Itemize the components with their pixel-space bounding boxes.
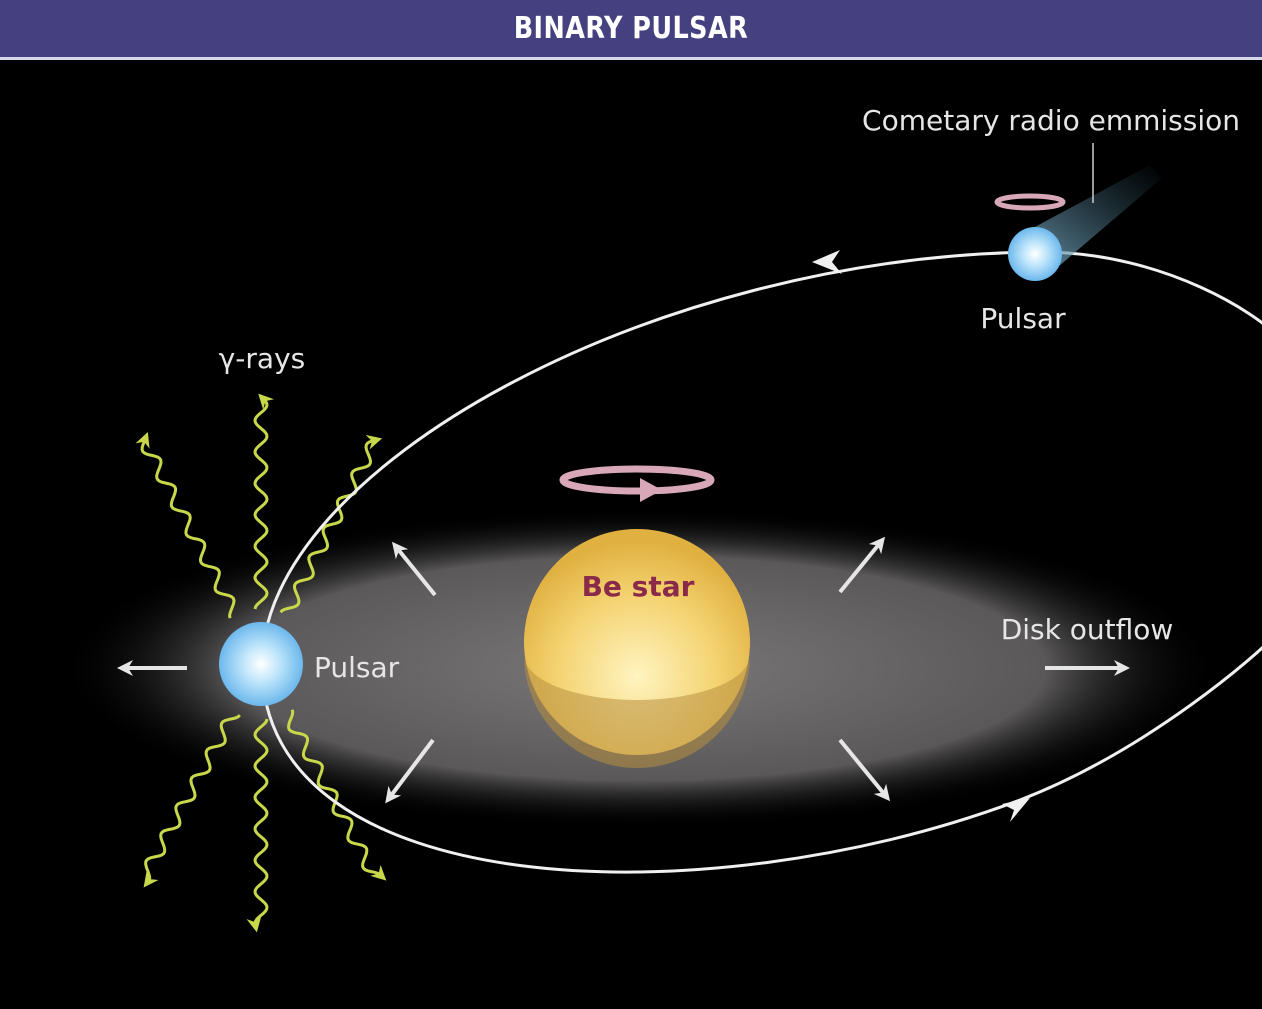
gamma-ray-arrow xyxy=(279,434,383,614)
gamma-ray-arrow xyxy=(287,709,387,881)
orbit-path xyxy=(260,250,1262,874)
gamma-ray-arrow xyxy=(135,431,236,619)
disk-outflow-arrows xyxy=(117,536,1130,804)
outflow-arrow xyxy=(391,541,437,597)
outflow-arrow xyxy=(838,536,886,594)
be-star-shadow xyxy=(524,655,750,768)
cometary-emission-label: Cometary radio emmission xyxy=(862,104,1240,137)
disk-outflow-label: Disk outflow xyxy=(1001,613,1174,646)
diagram-title: BINARY PULSAR xyxy=(513,11,749,46)
pulsar-left-label: Pulsar xyxy=(314,651,400,684)
rotation-arrow-icon xyxy=(640,478,662,502)
pulsar-periastron xyxy=(219,622,303,706)
outflow-arrow xyxy=(838,738,891,802)
gamma-ray-arrow xyxy=(246,718,269,933)
gamma-ray-arrow xyxy=(143,714,241,888)
outflow-arrow xyxy=(385,738,435,804)
be-star-label: Be star xyxy=(582,570,695,603)
title-bar: BINARY PULSAR xyxy=(0,0,1262,60)
gamma-rays-label: γ-rays xyxy=(219,342,306,375)
pulsar-apastron xyxy=(1008,227,1062,281)
rotation-ring-icon xyxy=(559,465,715,495)
gamma-ray-arrow xyxy=(253,393,275,610)
gamma-rays xyxy=(135,393,387,933)
pulsar-top-label: Pulsar xyxy=(980,302,1066,335)
pulsar-rotation-ring-icon xyxy=(994,193,1066,211)
orbit-direction-arrow-top xyxy=(812,250,842,274)
orbit-direction-arrow-bottom xyxy=(1002,798,1030,822)
